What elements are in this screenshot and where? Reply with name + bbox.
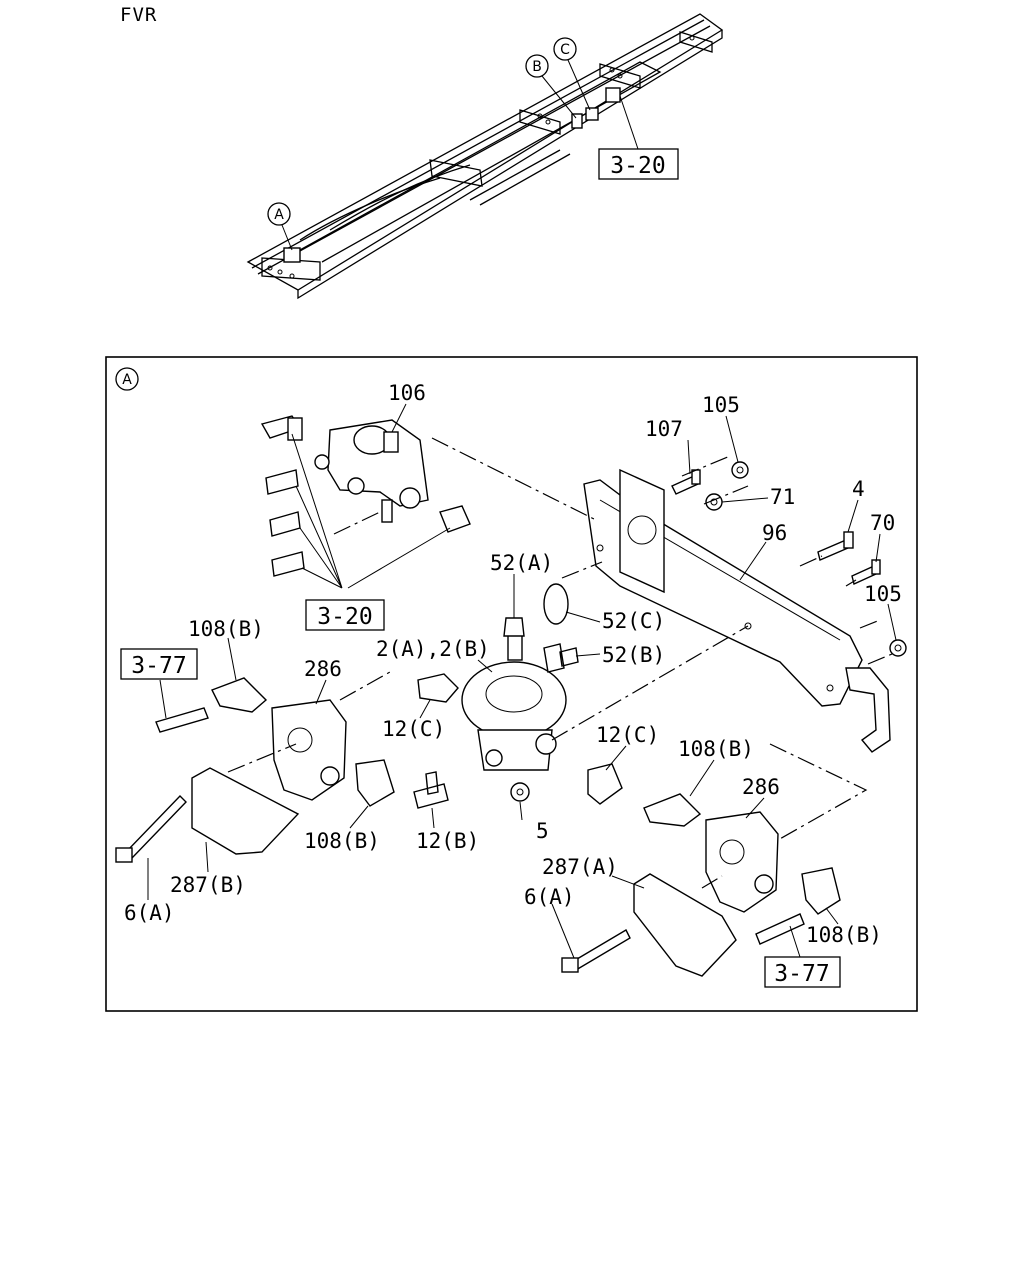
cover-287a (633, 873, 737, 977)
chassis-frame (246, 13, 724, 300)
label-108b-2: 108(B) (678, 737, 754, 761)
bolt-6a-right (561, 929, 631, 973)
nut-105-top (731, 461, 749, 479)
svg-text:A: A (122, 372, 132, 388)
elbow-108b-3 (643, 793, 702, 827)
label-12c-left: 12(C) (382, 717, 445, 741)
tee-12b (413, 771, 449, 809)
bracket-96 (583, 468, 891, 753)
reference-box-left: 3-77 (120, 648, 198, 719)
reference-box-detail: 3-20 (305, 599, 385, 631)
valve-286-right (705, 811, 779, 913)
label-6a-right: 6(A) (524, 885, 575, 909)
label-108b-4: 108(B) (806, 923, 882, 947)
label-107: 107 (645, 417, 683, 441)
svg-text:3-77: 3-77 (774, 961, 829, 987)
svg-text:3-20: 3-20 (317, 604, 372, 630)
elbow-12c-left (417, 673, 459, 703)
label-71: 71 (770, 485, 795, 509)
protection-valve-106 (314, 419, 429, 523)
label-106: 106 (388, 381, 426, 405)
elbow-12c-right (587, 763, 623, 805)
nut-5 (510, 782, 530, 802)
nut-105-right (889, 639, 907, 657)
elbow-108b-1 (211, 677, 268, 713)
pipe-3-77-left (155, 707, 209, 733)
label-6a-left: 6(A) (124, 901, 175, 925)
label-4: 4 (852, 477, 865, 501)
svg-text:3-77: 3-77 (131, 653, 186, 679)
reference-box-right: 3-77 (764, 925, 841, 988)
svg-text:C: C (560, 42, 570, 58)
callout-a-detail: A (115, 367, 139, 391)
elbow-108b-4 (801, 867, 841, 915)
tee-52b (543, 643, 579, 673)
reference-box-top: 3-20 (598, 95, 679, 180)
label-286-right: 286 (742, 775, 780, 799)
svg-text:A: A (274, 207, 284, 223)
part-labels: 106 107 105 71 4 70 96 105 52(A) 52(C) 5… (124, 381, 902, 947)
svg-text:B: B (532, 59, 542, 75)
assembly-lines (227, 437, 893, 889)
cover-287b (191, 767, 300, 855)
label-96: 96 (762, 521, 787, 545)
label-12c-right: 12(C) (596, 723, 659, 747)
fittings-left-column (260, 415, 471, 577)
fitting-52c (543, 583, 569, 625)
valve-286-left (271, 699, 347, 801)
bolt-107 (671, 469, 701, 495)
bolt-6a-left (115, 795, 187, 863)
label-52c: 52(C) (602, 609, 665, 633)
bolt-4 (817, 531, 854, 561)
detail-frame (105, 356, 918, 1012)
label-70: 70 (870, 511, 895, 535)
model-label: FVR (120, 4, 158, 26)
label-108b-1: 108(B) (188, 617, 264, 641)
label-52b: 52(B) (602, 643, 665, 667)
label-12b: 12(B) (416, 829, 479, 853)
relay-valve-2 (461, 619, 567, 771)
elbow-108b-2 (355, 759, 395, 807)
svg-text:3-20: 3-20 (610, 153, 665, 179)
label-2ab: 2(A),2(B) (376, 637, 490, 661)
pipe-3-77-right (755, 913, 805, 945)
label-286-left: 286 (304, 657, 342, 681)
callout-b: B (525, 54, 577, 119)
fitting-52a (503, 617, 525, 637)
label-108b-3: 108(B) (304, 829, 380, 853)
leader-lines (147, 403, 897, 959)
label-287b: 287(B) (170, 873, 246, 897)
label-287a: 287(A) (542, 855, 618, 879)
callout-c: C (553, 37, 591, 111)
callout-a-top: A (267, 202, 293, 251)
label-105-right: 105 (864, 582, 902, 606)
label-105-top: 105 (702, 393, 740, 417)
label-52a: 52(A) (490, 551, 553, 575)
label-5: 5 (536, 819, 549, 843)
